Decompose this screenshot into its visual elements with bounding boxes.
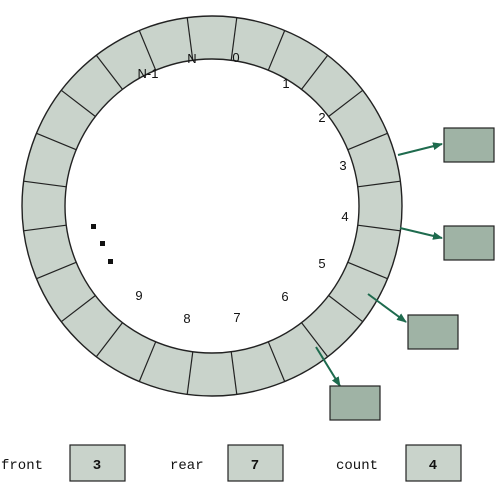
pointer-arrow xyxy=(397,142,443,156)
ellipsis-dot xyxy=(108,259,113,264)
ring-segment-divider xyxy=(230,351,238,395)
ring-segment-divider xyxy=(347,261,388,280)
rear-label: rear xyxy=(170,458,204,474)
ring-segment-divider xyxy=(267,341,286,382)
ring-segment-divider xyxy=(186,351,194,395)
ring-segment-divider xyxy=(267,30,286,71)
ring-segment-divider xyxy=(347,132,388,151)
slot-label-n: N xyxy=(187,51,196,66)
ellipsis-dot xyxy=(100,241,105,246)
count-value-box xyxy=(405,444,462,482)
slot-label-5: 5 xyxy=(318,256,325,271)
ring-segment-divider xyxy=(36,132,77,151)
slot-label-8: 8 xyxy=(183,311,190,326)
element-box xyxy=(407,314,459,350)
front-value: 3 xyxy=(93,458,101,474)
continuation-dots xyxy=(91,224,113,264)
element-box xyxy=(329,385,381,421)
referenced-elements xyxy=(329,127,495,421)
count-value: 4 xyxy=(429,458,437,474)
ring-segment-divider xyxy=(328,89,364,117)
slot-label-3: 3 xyxy=(339,158,346,173)
ellipsis-dot xyxy=(91,224,96,229)
element-box xyxy=(443,127,495,163)
ring-segment-divider xyxy=(95,54,123,90)
rear-value-box xyxy=(227,444,284,482)
pointer-arrow xyxy=(399,227,443,240)
ring-segment-divider xyxy=(60,89,96,117)
slot-pointers xyxy=(315,142,443,387)
ring-segment-divider xyxy=(230,17,238,61)
ring-segment-divider xyxy=(301,54,329,90)
ring-segment-divider xyxy=(301,322,329,358)
pointer-arrow xyxy=(367,293,407,323)
ring-segment-divider xyxy=(186,17,194,61)
element-box xyxy=(443,225,495,261)
rear-value: 7 xyxy=(251,458,259,474)
state-variables: front 3 rear 7 count 4 xyxy=(1,444,462,482)
ring-segment-divider xyxy=(36,261,77,280)
slot-label-n-minus-1: N-1 xyxy=(138,66,159,81)
slot-label-6: 6 xyxy=(281,289,288,304)
ring-segment-divider xyxy=(23,224,67,232)
slot-label-0: 0 xyxy=(232,50,239,65)
front-label: front xyxy=(1,458,43,474)
ring-segment-divider xyxy=(23,180,67,188)
slot-label-7: 7 xyxy=(233,310,240,325)
ring-band xyxy=(21,15,403,397)
ring-array xyxy=(21,15,403,397)
pointer-arrow xyxy=(315,346,341,387)
ring-segment-divider xyxy=(357,180,401,188)
slot-label-1: 1 xyxy=(282,76,289,91)
slot-label-2: 2 xyxy=(318,110,325,125)
ring-segment-divider xyxy=(95,322,123,358)
ring-segment-divider xyxy=(357,224,401,232)
slot-label-9: 9 xyxy=(135,288,142,303)
slot-index-labels: N-1 N 0 1 2 3 4 5 6 7 8 9 xyxy=(135,50,348,326)
ring-segment-divider xyxy=(138,30,157,71)
ring-segment-divider xyxy=(328,295,364,323)
ring-segment-divider xyxy=(60,295,96,323)
ring-segment-divider xyxy=(138,341,157,382)
front-value-box xyxy=(69,444,126,482)
slot-label-4: 4 xyxy=(341,209,348,224)
count-label: count xyxy=(336,458,378,474)
